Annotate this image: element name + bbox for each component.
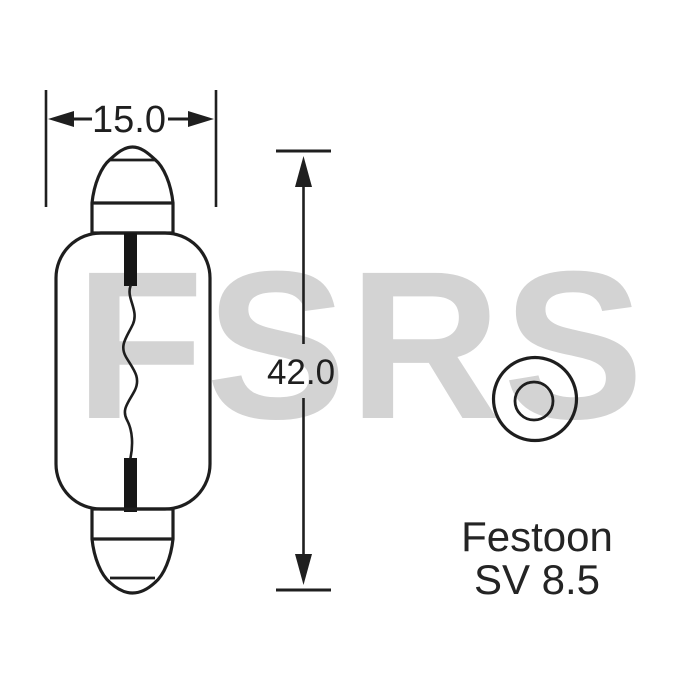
bulb-contact-rod-top — [124, 233, 137, 286]
end-view-outer-circle — [491, 355, 579, 443]
caption: Festoon SV 8.5 — [461, 513, 613, 603]
bulb-filament — [121, 284, 139, 460]
length-arrow-down-head-icon — [295, 554, 312, 585]
width-arrow-left-head-icon — [48, 111, 74, 127]
length-arrow-up-head-icon — [295, 156, 312, 187]
bulb-contact-rod-bottom — [124, 458, 137, 512]
bulb-end-view — [491, 355, 579, 443]
width-dimension-label: 15.0 — [92, 99, 166, 141]
width-dimension: 15.0 — [44, 90, 218, 207]
bulb-side-view — [54, 145, 212, 595]
end-view-inner-circle — [513, 380, 555, 422]
watermark-text: FSRS — [75, 227, 646, 463]
caption-base-label: SV 8.5 — [474, 556, 600, 603]
width-arrow-right-head-icon — [188, 111, 214, 127]
length-dimension-label: 42.0 — [267, 353, 335, 392]
length-dimension: 42.0 — [267, 149, 335, 592]
bulb-top-dome — [90, 145, 175, 204]
caption-type-label: Festoon — [461, 513, 613, 560]
bulb-bottom-dome — [90, 538, 175, 595]
bulb-bottom-neck — [90, 507, 175, 541]
